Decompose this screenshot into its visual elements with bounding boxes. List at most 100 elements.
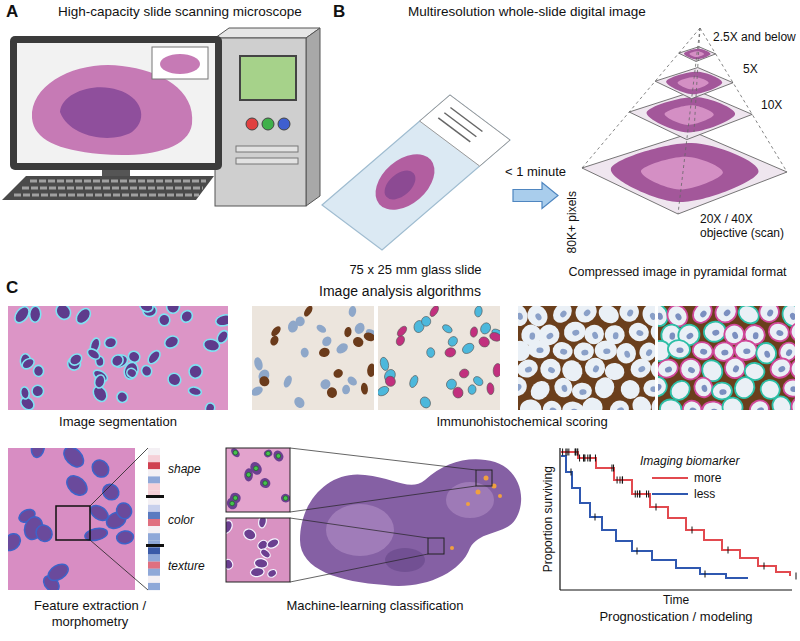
nucleus bbox=[603, 348, 610, 354]
panel-letter: C bbox=[6, 278, 18, 298]
nucleus bbox=[68, 352, 84, 368]
zoom-line bbox=[90, 540, 148, 590]
classified-marker bbox=[230, 501, 235, 506]
nucleus bbox=[732, 364, 740, 373]
survival-curves bbox=[561, 449, 796, 580]
nucleus-overlay bbox=[379, 356, 390, 371]
slide-tissue bbox=[379, 165, 421, 205]
nucleus bbox=[524, 366, 533, 374]
nucleus bbox=[257, 374, 271, 388]
nucleus bbox=[753, 332, 759, 340]
nucleus-overlay bbox=[408, 374, 419, 388]
feature-stripe bbox=[148, 569, 160, 576]
nucleus bbox=[242, 527, 258, 542]
tower-top bbox=[215, 28, 320, 38]
nucleus bbox=[158, 314, 170, 327]
nucleus bbox=[743, 348, 750, 354]
censor-mark bbox=[595, 514, 596, 521]
nucleus bbox=[20, 386, 30, 399]
legend-entry: less bbox=[652, 486, 721, 502]
nucleus bbox=[699, 309, 708, 318]
nucleus bbox=[626, 309, 634, 318]
classified-marker bbox=[266, 451, 271, 456]
nucleus bbox=[789, 312, 795, 321]
feature-stripe bbox=[148, 583, 160, 590]
cell-outline bbox=[783, 379, 795, 397]
nucleus bbox=[30, 383, 46, 399]
block-arrow bbox=[513, 183, 558, 209]
nucleus bbox=[138, 306, 155, 314]
classified-region bbox=[450, 546, 454, 550]
classified-region bbox=[484, 476, 489, 481]
panel-letter: A bbox=[6, 2, 18, 22]
censor-mark bbox=[583, 455, 584, 462]
cell-outline bbox=[787, 356, 795, 382]
nucleus-overlay bbox=[378, 384, 390, 397]
censor-mark bbox=[579, 455, 580, 462]
nucleus-overlay bbox=[396, 325, 409, 338]
zoom-line bbox=[290, 486, 476, 512]
nucleus bbox=[140, 364, 153, 378]
nucleus bbox=[613, 332, 619, 340]
legend-text: more bbox=[694, 471, 721, 485]
nucleus bbox=[616, 406, 625, 410]
nucleus bbox=[8, 530, 24, 554]
feature-stripe bbox=[148, 484, 160, 491]
nucleus-overlay bbox=[458, 367, 470, 379]
censor-mark bbox=[656, 504, 657, 511]
nucleus bbox=[785, 348, 793, 357]
nucleus bbox=[122, 361, 140, 381]
resolution-label: 2.5X and below bbox=[712, 30, 797, 44]
slide-label-marks bbox=[444, 113, 476, 137]
cell bbox=[647, 356, 655, 382]
micrograph bbox=[226, 518, 290, 582]
censor-mark bbox=[565, 449, 566, 456]
nucleus bbox=[637, 365, 646, 373]
censor-mark bbox=[637, 548, 638, 555]
feature-stripe bbox=[148, 555, 160, 562]
micrograph bbox=[226, 448, 290, 512]
nucleus-overlay bbox=[468, 384, 477, 394]
censor-mark bbox=[639, 491, 640, 498]
tower-display bbox=[240, 56, 296, 100]
cell-outline bbox=[693, 376, 715, 399]
censor-mark bbox=[611, 465, 612, 472]
censor-mark bbox=[567, 449, 568, 456]
nucleus bbox=[367, 363, 374, 377]
nucleus bbox=[282, 374, 293, 388]
whole-slide-tissue bbox=[446, 482, 494, 518]
nucleus bbox=[549, 407, 558, 410]
dimension-label: 80K+ pixels bbox=[565, 190, 579, 254]
nucleus bbox=[559, 309, 568, 318]
nucleus bbox=[88, 502, 111, 523]
resolution-label: 10X bbox=[760, 98, 783, 112]
legend-title: Imaging biomarker bbox=[640, 454, 739, 468]
nucleus bbox=[12, 306, 32, 325]
nucleus bbox=[545, 332, 554, 341]
node-caption: Compressed image in pyramidal format bbox=[568, 265, 786, 280]
nucleus bbox=[650, 386, 655, 392]
censor-mark bbox=[622, 477, 623, 484]
glass-slide-node: 75 x 25 mm glass slide bbox=[318, 88, 513, 280]
classified-marker bbox=[263, 481, 268, 486]
cell bbox=[561, 400, 585, 410]
micrograph bbox=[518, 306, 655, 410]
feature-separator bbox=[146, 495, 164, 498]
pyramid-edge bbox=[582, 28, 700, 168]
pyramid-layer bbox=[582, 132, 787, 214]
nucleus bbox=[115, 390, 130, 405]
feature-label: color bbox=[168, 513, 194, 527]
image-caption: Feature extraction / morphometry bbox=[15, 598, 165, 629]
cell bbox=[629, 393, 655, 410]
image-caption: Machine-learning classification bbox=[260, 598, 490, 614]
nucleus bbox=[360, 383, 368, 395]
inset-border bbox=[226, 518, 290, 582]
nucleus-overlay bbox=[446, 335, 459, 348]
cell bbox=[650, 395, 655, 410]
screen-tissue bbox=[160, 54, 200, 74]
cell bbox=[541, 398, 564, 410]
tissue-ground bbox=[226, 448, 290, 512]
cell-outline bbox=[691, 340, 714, 361]
nucleus bbox=[253, 356, 264, 371]
